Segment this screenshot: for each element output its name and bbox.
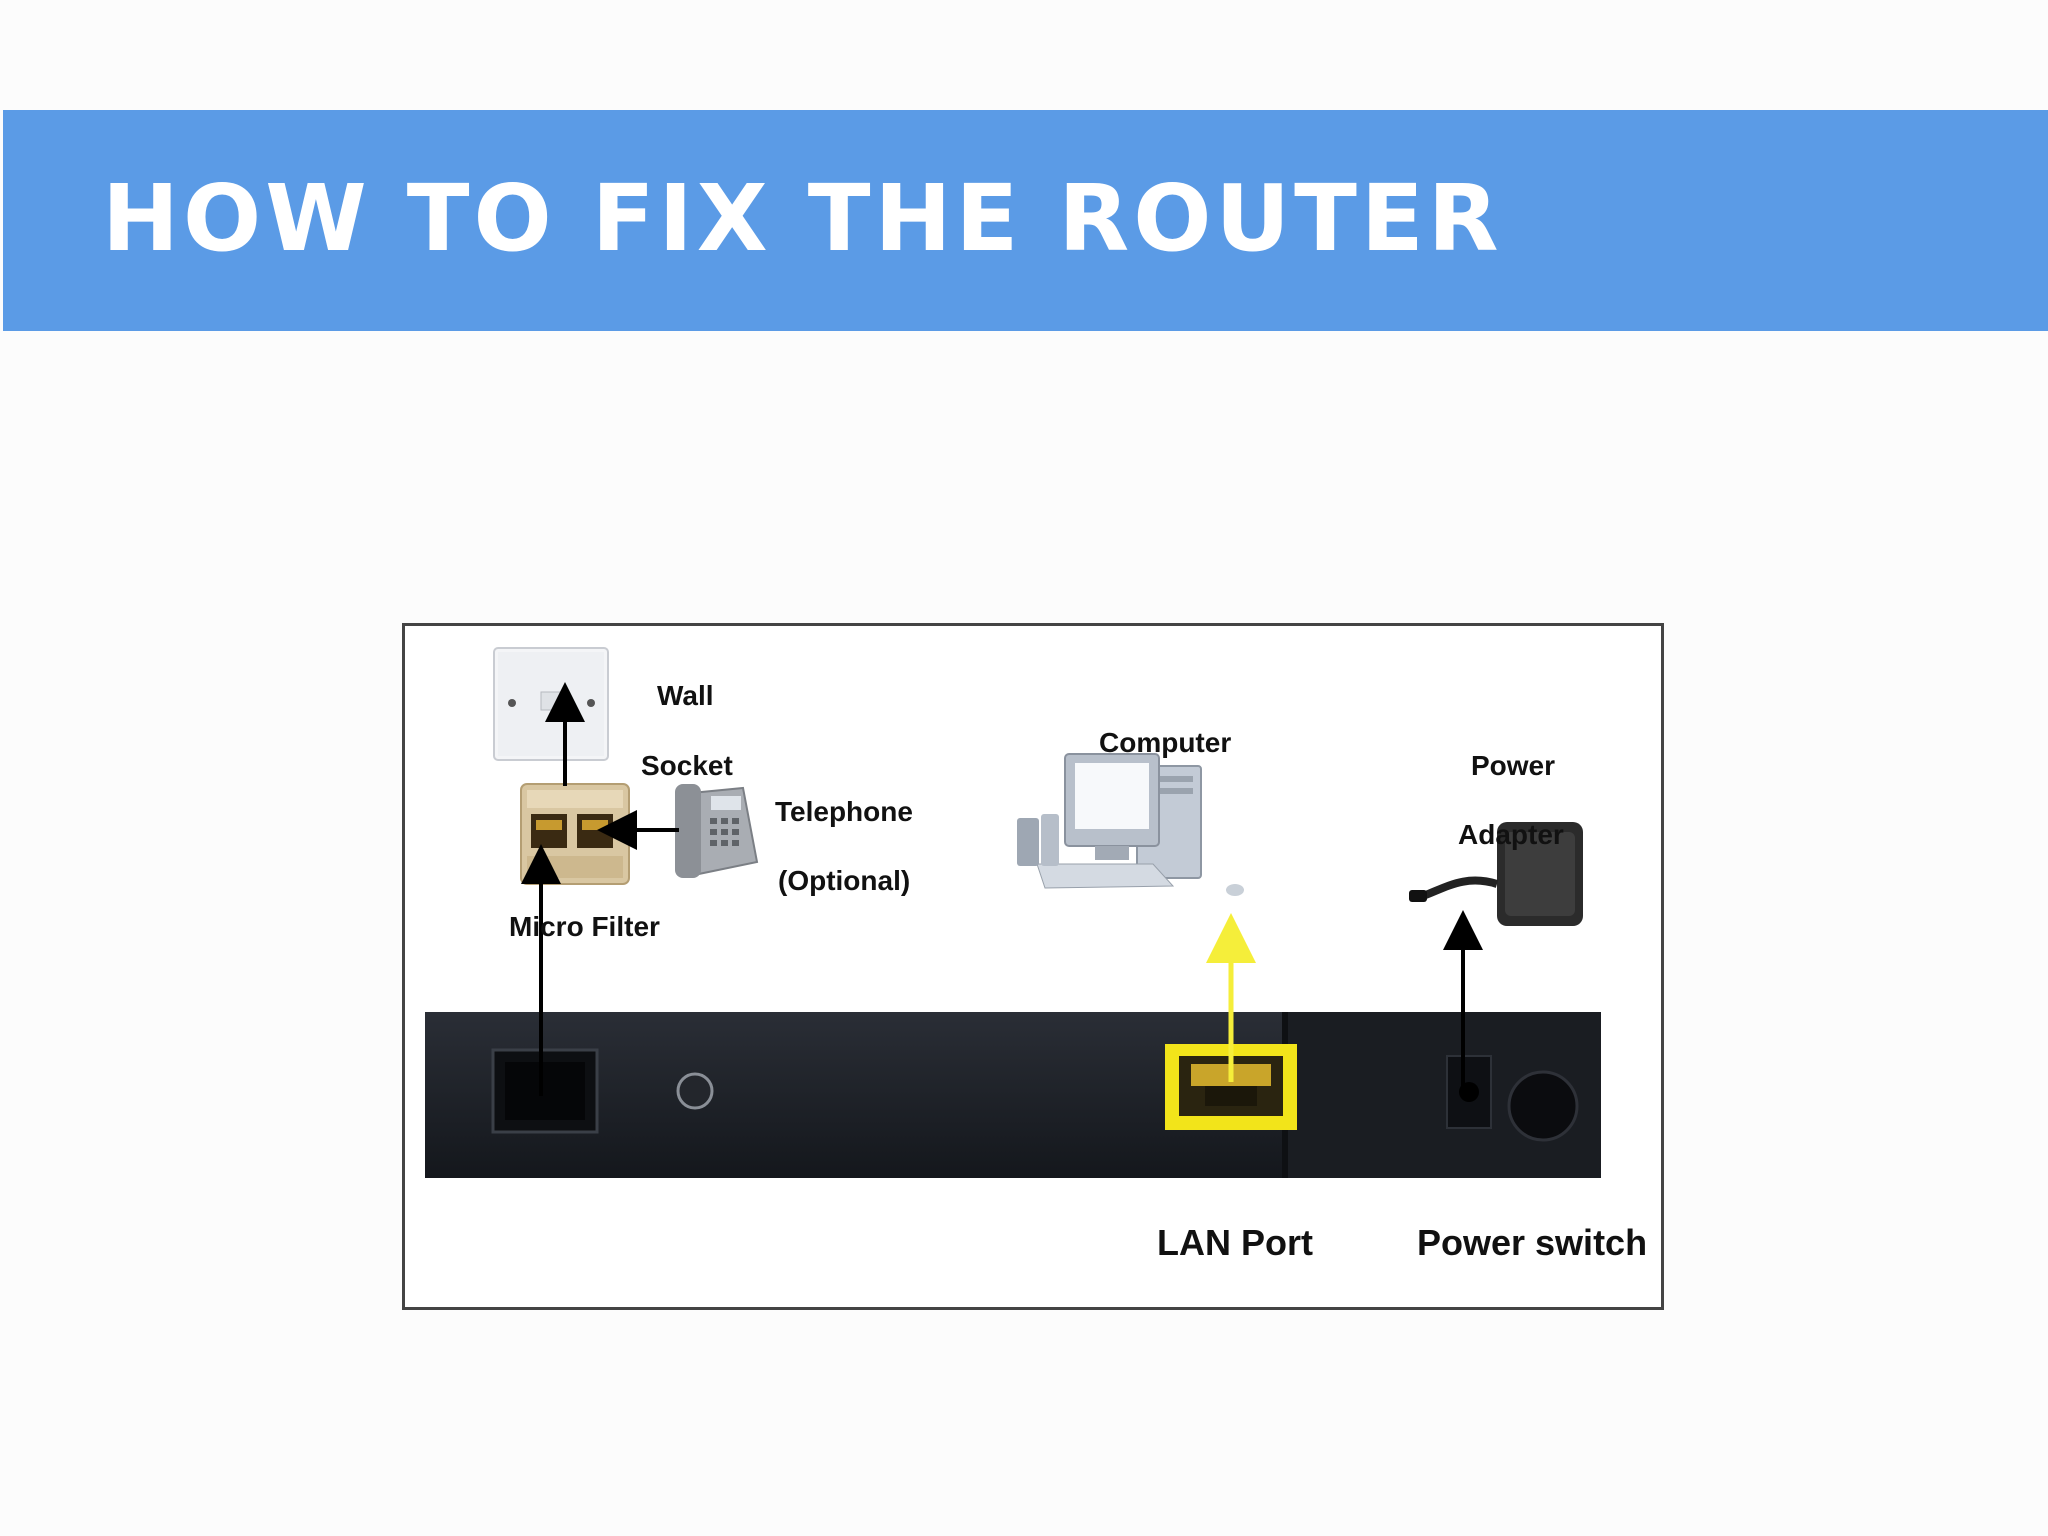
- wall-label: Wall: [657, 680, 714, 711]
- computer-icon: [1017, 753, 1244, 896]
- title-banner: [3, 110, 2048, 331]
- reset-button-icon: [676, 1072, 714, 1110]
- phone-port-icon: [491, 1048, 599, 1134]
- optional-label: (Optional): [778, 865, 911, 896]
- connection-arrows: [521, 682, 1483, 1096]
- telephone-icon: [675, 784, 759, 878]
- router-connection-diagram: Wall Socket Telephone (Optional) Micro F…: [402, 623, 1664, 1310]
- telephone-label: Telephone: [775, 796, 913, 827]
- socket-label: Socket: [641, 750, 733, 781]
- power-adapter-icon: [1409, 822, 1583, 926]
- micro-filter-icon: [520, 783, 630, 885]
- diagram-artwork: [425, 647, 1601, 1178]
- power-switch-label: Power switch: [1417, 1222, 1648, 1263]
- slide-title: HOW TO FIX THE ROUTER: [102, 165, 1503, 272]
- power-switch-icon: [1507, 1070, 1579, 1142]
- wall-socket-icon: [493, 647, 609, 761]
- lan-port-label: LAN Port: [1157, 1222, 1313, 1263]
- computer-label: Computer: [1099, 727, 1232, 758]
- power-jack-icon: [1446, 1055, 1492, 1129]
- router-back-panel: [425, 1012, 1601, 1178]
- power-label: Power: [1471, 750, 1556, 781]
- micro-filter-label: Micro Filter: [509, 911, 660, 942]
- adapter-label: Adapter: [1458, 819, 1564, 850]
